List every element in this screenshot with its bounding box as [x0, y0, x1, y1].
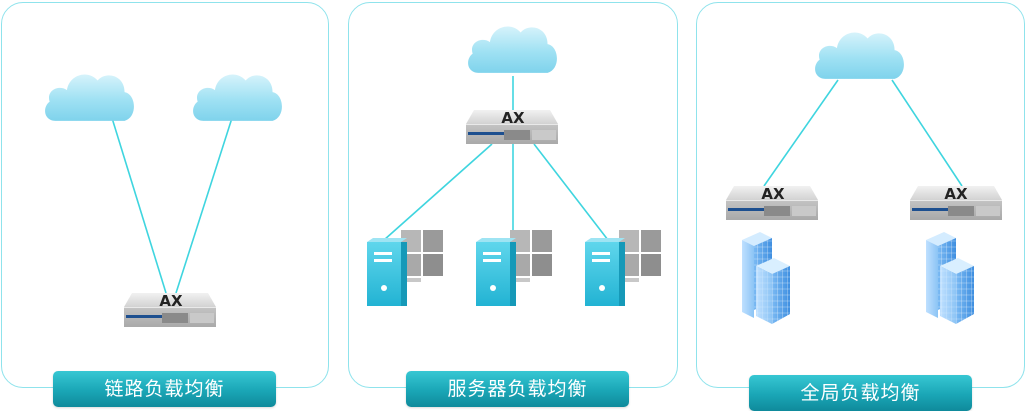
ax-device-label: AX: [761, 185, 785, 203]
cloud-icon: [468, 26, 557, 73]
link-line: [175, 117, 233, 294]
link-lb-diagram: AX: [45, 74, 282, 327]
building-icon: [926, 232, 974, 324]
link-line: [383, 143, 493, 241]
ax-device-label: AX: [159, 292, 183, 310]
server-icon: [367, 230, 443, 306]
link-line: [891, 79, 963, 187]
cloud-icon: [193, 74, 282, 121]
ax-device-label: AX: [944, 185, 968, 203]
server-lb-diagram: AX: [367, 26, 661, 306]
server-icon: [585, 230, 661, 306]
server-lb-label: 服务器负载均衡: [406, 371, 629, 407]
link-lb-label: 链路负载均衡: [53, 371, 276, 407]
building-icon: [742, 232, 790, 324]
global-lb-diagram: AX AX: [726, 32, 1002, 324]
link-line: [533, 143, 609, 241]
cloud-icon: [45, 74, 134, 121]
global-lb-label: 全局负载均衡: [749, 375, 972, 411]
cloud-icon: [815, 32, 904, 79]
link-line: [111, 117, 167, 294]
link-line: [763, 79, 839, 187]
server-icon: [476, 230, 552, 306]
ax-device-label: AX: [501, 109, 525, 127]
